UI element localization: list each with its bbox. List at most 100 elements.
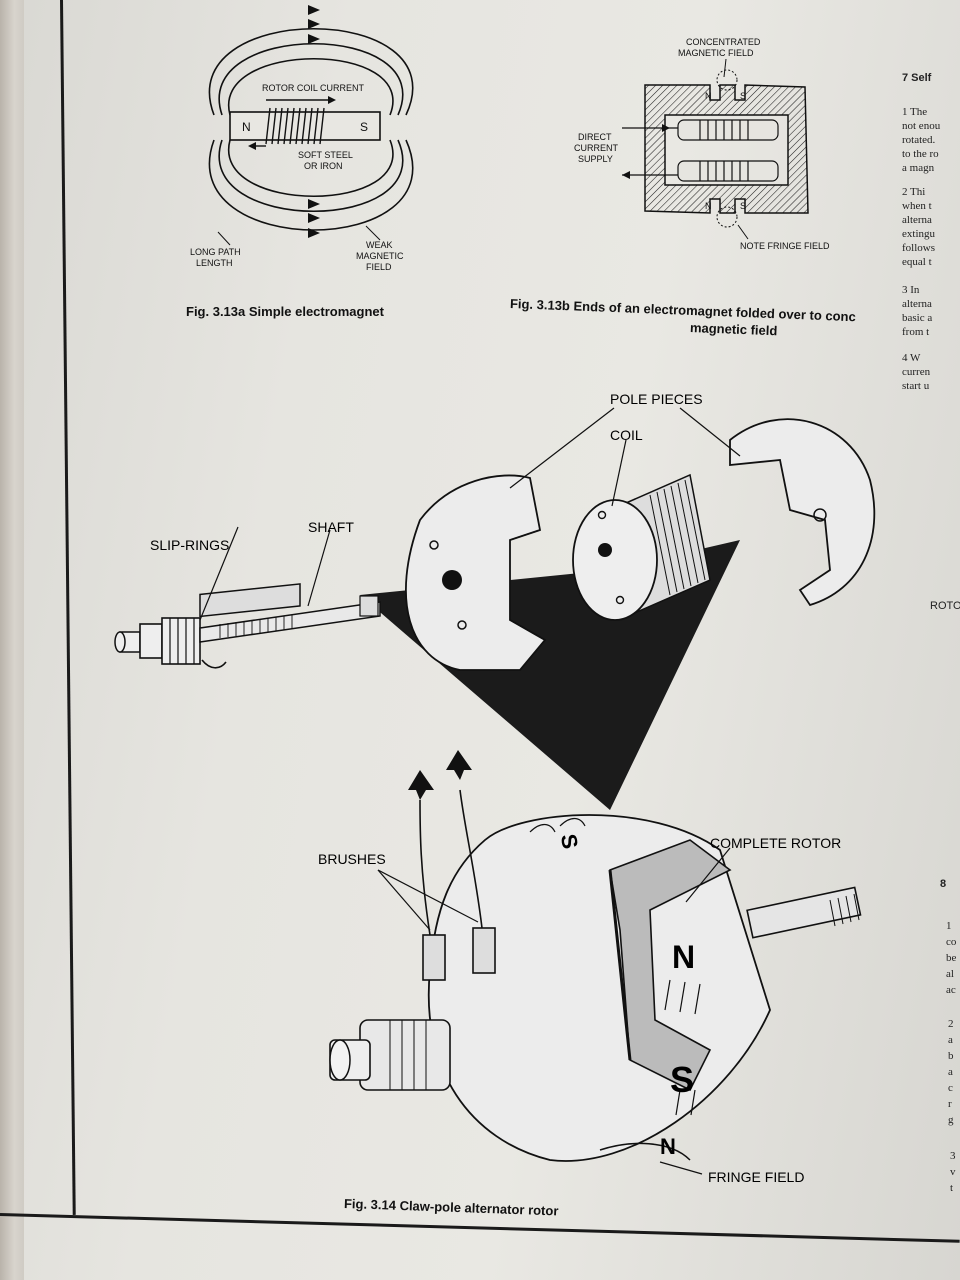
section-7-heading: 7 Self bbox=[902, 72, 932, 84]
current-arrow bbox=[248, 142, 256, 150]
electromagnet-body bbox=[644, 84, 809, 214]
para-7-2-line: alterna bbox=[902, 214, 932, 226]
leader-line bbox=[217, 231, 231, 246]
fig14-diagram: SLIP-RINGS SHAFT COIL bbox=[114, 391, 876, 1185]
para-8-2-line: 2 bbox=[948, 1018, 954, 1030]
south-pole-label: S bbox=[360, 120, 368, 134]
para-7-4-line: curren bbox=[902, 366, 931, 378]
winding-top bbox=[677, 119, 779, 141]
para-8-3-line: t bbox=[950, 1182, 954, 1194]
rotor-side-label: ROTO bbox=[930, 600, 960, 612]
para-7-1-line: a magn bbox=[902, 162, 935, 174]
soft-steel-label: OR IRON bbox=[304, 161, 343, 171]
para-7-3-line: alterna bbox=[902, 298, 932, 310]
fringe-field-top bbox=[716, 69, 738, 91]
leader-line bbox=[377, 869, 479, 923]
rotor-s-pole: S bbox=[670, 1059, 694, 1100]
para-7-1-line: not enou bbox=[902, 120, 941, 132]
field-arrow bbox=[308, 19, 320, 29]
leader-line bbox=[679, 407, 741, 457]
para-7-3-line: basic a bbox=[902, 312, 933, 324]
fringe-field-note: NOTE FRINGE FIELD bbox=[740, 241, 830, 251]
para-8-1-line: be bbox=[946, 952, 957, 964]
para-8-2-line: a bbox=[948, 1034, 953, 1046]
margin-rule bbox=[60, 0, 76, 1215]
fig13a-caption: Fig. 3.13a Simple electromagnet bbox=[186, 304, 384, 319]
shaft-label: SHAFT bbox=[308, 519, 354, 535]
field-arrow bbox=[308, 34, 320, 44]
field-line bbox=[218, 42, 404, 116]
long-path-label: LONG PATH bbox=[190, 247, 241, 257]
para-7-2-line: when t bbox=[902, 200, 932, 212]
para-8-2-line: b bbox=[948, 1050, 954, 1062]
fig13b-diagram: CONCENTRATED MAGNETIC FIELD N S N S DIRE… bbox=[574, 37, 830, 251]
rotor-n-bottom: N bbox=[660, 1134, 676, 1159]
coil-windings bbox=[699, 161, 749, 181]
leader-line bbox=[659, 1161, 703, 1175]
pole-piece-back bbox=[729, 418, 876, 607]
fringe-field-label: FRINGE FIELD bbox=[708, 1169, 804, 1185]
para-7-3-line: from t bbox=[902, 326, 930, 338]
page-edge bbox=[0, 0, 24, 1280]
long-path-label: LENGTH bbox=[196, 258, 233, 268]
complete-rotor bbox=[329, 814, 862, 1162]
pole-piece-front bbox=[405, 474, 547, 671]
brushes bbox=[408, 750, 496, 981]
right-text-column: 7 Self 1 The not enou rotated. to the ro… bbox=[902, 40, 960, 1280]
current-arrow bbox=[662, 124, 670, 132]
coil-label: COIL bbox=[610, 427, 643, 443]
brush-lead-arrow bbox=[408, 770, 434, 800]
current-arrow bbox=[328, 96, 336, 104]
para-8-3-line: v bbox=[950, 1166, 956, 1178]
para-8-1-line: ac bbox=[946, 984, 956, 996]
section-8-heading: 8 bbox=[940, 878, 947, 890]
complete-rotor-label: COMPLETE ROTOR bbox=[710, 835, 841, 851]
field-arrow bbox=[308, 228, 320, 238]
para-7-2-line: extingu bbox=[902, 228, 935, 240]
para-7-1-line: to the ro bbox=[902, 148, 939, 160]
pole-s-bottom-label: S bbox=[740, 201, 746, 211]
rotor-n-pole: N bbox=[672, 939, 695, 975]
weak-field-label: MAGNETIC bbox=[356, 251, 404, 261]
field-line bbox=[227, 139, 394, 198]
para-8-1-line: co bbox=[946, 936, 957, 948]
slip-rings-label: SLIP-RINGS bbox=[150, 537, 229, 553]
leader-line bbox=[685, 847, 731, 903]
para-7-1-line: 1 The bbox=[902, 106, 928, 118]
fig13b-caption-line1: Fig. 3.13b Ends of an electromagnet fold… bbox=[509, 296, 857, 325]
leader-line bbox=[737, 224, 749, 240]
para-7-2-line: follows bbox=[902, 242, 935, 254]
dc-supply-label: DIRECT bbox=[578, 132, 612, 142]
brush-lead-arrow bbox=[446, 750, 472, 780]
brushes-label: BRUSHES bbox=[318, 851, 386, 867]
para-8-2-line: r bbox=[948, 1098, 952, 1110]
dc-supply-label: CURRENT bbox=[574, 143, 619, 153]
leader-line bbox=[307, 529, 331, 607]
para-8-1-line: al bbox=[946, 968, 954, 980]
para-7-1-line: rotated. bbox=[902, 134, 936, 146]
field-line bbox=[218, 139, 404, 213]
exploded-shaft bbox=[114, 583, 381, 669]
para-7-4-line: 4 W bbox=[902, 352, 921, 364]
para-8-2-line: g bbox=[948, 1114, 954, 1126]
pole-n-bottom-label: N bbox=[705, 201, 712, 211]
para-8-1-line: 1 bbox=[946, 920, 952, 932]
para-7-2-line: 2 Thi bbox=[902, 186, 926, 198]
concentrated-field-label: MAGNETIC FIELD bbox=[678, 48, 754, 58]
leader-line bbox=[509, 407, 615, 489]
field-arrow bbox=[308, 5, 320, 15]
pole-n-top-label: N bbox=[705, 91, 712, 101]
field-arrow bbox=[308, 199, 320, 209]
para-7-4-line: start u bbox=[902, 380, 930, 392]
fig13b-caption-line2: magnetic field bbox=[689, 320, 778, 339]
dc-supply-label: SUPPLY bbox=[578, 154, 613, 164]
para-7-2-line: equal t bbox=[902, 256, 932, 268]
bottom-rule bbox=[0, 1213, 960, 1243]
field-arrow bbox=[308, 213, 320, 223]
para-8-2-line: c bbox=[948, 1082, 953, 1094]
leader-line bbox=[199, 526, 239, 621]
current-arrow bbox=[622, 171, 630, 179]
concentrated-field-label: CONCENTRATED bbox=[686, 37, 761, 47]
pole-pieces-label: POLE PIECES bbox=[610, 391, 703, 407]
